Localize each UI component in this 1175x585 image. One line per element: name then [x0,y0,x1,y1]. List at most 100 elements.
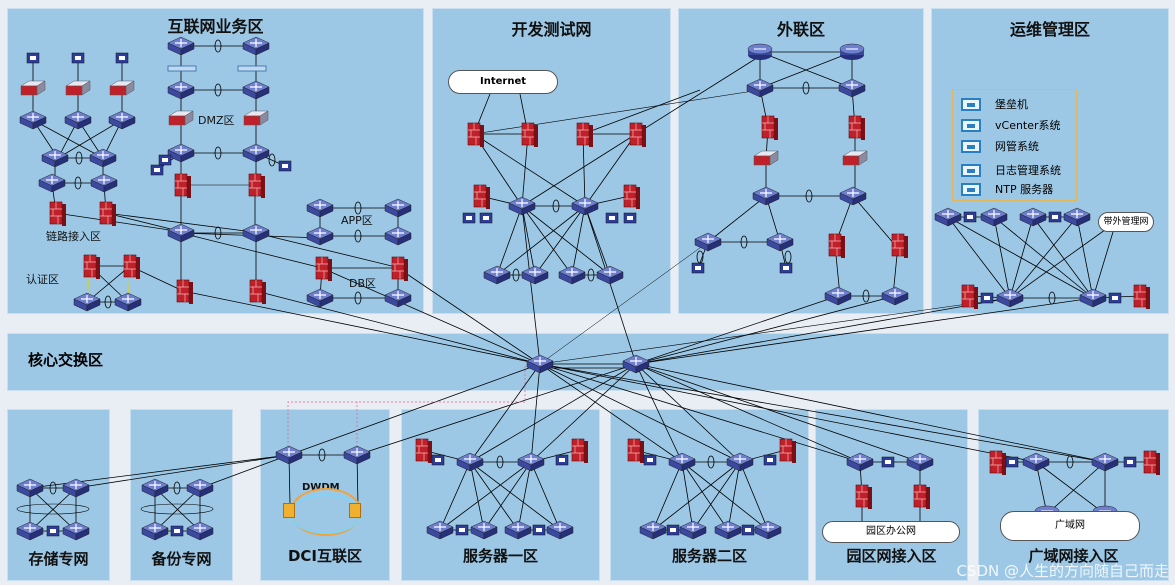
switch-icon [839,186,867,206]
firewall-icon [828,233,845,258]
network-link [635,363,1106,463]
server-icon [643,454,657,466]
server-icon [71,52,85,64]
switch-icon [766,232,794,252]
network-link [635,363,683,463]
switch-icon [1063,207,1091,227]
link-aggregation-icon [784,250,792,264]
network-link [635,295,896,365]
network-link [707,195,767,243]
server-icon [170,525,184,537]
firewall-icon [855,484,872,509]
ops-item-label: NTP 服务器 [995,183,1054,196]
switch-icon [639,520,667,540]
switch-icon [186,521,214,541]
server-icon [1048,211,1062,223]
network-link [539,363,1106,463]
server-icon [431,454,445,466]
link-aggregation-icon [214,39,222,53]
switch-icon [558,265,586,285]
firewall-icon [174,173,191,198]
firewall-icon [989,450,1006,475]
network-link [521,205,536,276]
switch-icon [306,198,334,218]
router-icon [839,43,865,60]
link-aggregation-icon [173,481,181,495]
zone-core [7,333,1169,391]
link-aggregation-icon [140,503,214,515]
link-aggregation-icon [1048,291,1056,305]
firewall-icon [629,122,646,147]
server-icon [763,454,777,466]
dwdm-optical-right [349,503,361,518]
zone-title-ops: 运维管理区 [1009,20,1090,39]
switch-icon [752,186,780,206]
link-aggregation-icon [512,268,520,282]
network-link [635,297,1094,365]
ops-item: 堡垒机 [961,96,1028,112]
switch-icon [881,286,909,306]
link-aggregation-icon [740,235,748,249]
monitor-icon [961,139,981,153]
switch-icon [343,445,371,465]
firewall-icon [521,122,538,147]
network-link [584,133,637,207]
network-link [57,119,123,159]
switch-icon [838,78,866,98]
network-link [255,232,401,269]
switch-icon [306,288,334,308]
switch-icon [517,452,545,472]
switch-icon [546,520,574,540]
network-link [180,232,323,269]
network-link [1032,216,1094,299]
firewall-icon [761,115,778,140]
network-link [635,363,741,463]
label-db: DB区 [349,277,377,290]
label-app: APP区 [341,214,373,227]
switch-icon [906,452,934,472]
switch-icon [746,78,774,98]
server-icon [741,524,755,536]
network-link [105,212,254,233]
network-link [739,461,769,531]
server-icon [666,524,680,536]
server-icon [1108,292,1122,304]
link-aggregation-icon [354,201,362,215]
network-link [199,454,290,489]
network-link [539,241,709,365]
switch-icon [980,207,1008,227]
switch-icon [38,173,66,193]
server-icon [691,262,705,274]
zone-server2: 服务器二区 [610,409,809,581]
ops-item: 日志管理系统 [961,162,1061,178]
network-link [29,487,77,532]
server-icon [278,160,292,172]
switch-icon [242,80,270,100]
network-link [947,216,1094,299]
firewall-icon [571,438,588,463]
network-link [852,195,896,246]
network-link [55,212,184,233]
firewall-icon [248,173,265,198]
network-link [539,363,683,463]
server-icon [462,212,476,224]
network-link [530,363,541,463]
switch-icon [167,143,195,163]
zone-wan-access: 广域网接入区 [978,409,1169,581]
server-icon [532,524,546,536]
network-link [1009,221,1117,299]
dashed-link [287,364,526,447]
server-icon [779,262,793,274]
server-icon [46,525,60,537]
switch-icon [89,148,117,168]
network-link [571,205,586,276]
switch-icon [384,226,412,246]
switch-icon [167,223,195,243]
firewall-icon [1133,284,1150,309]
network-link [469,363,541,463]
switch-icon [426,520,454,540]
network-link [1046,461,1106,515]
switch-icon [141,521,169,541]
zone-title-backup: 备份专网 [151,550,212,568]
